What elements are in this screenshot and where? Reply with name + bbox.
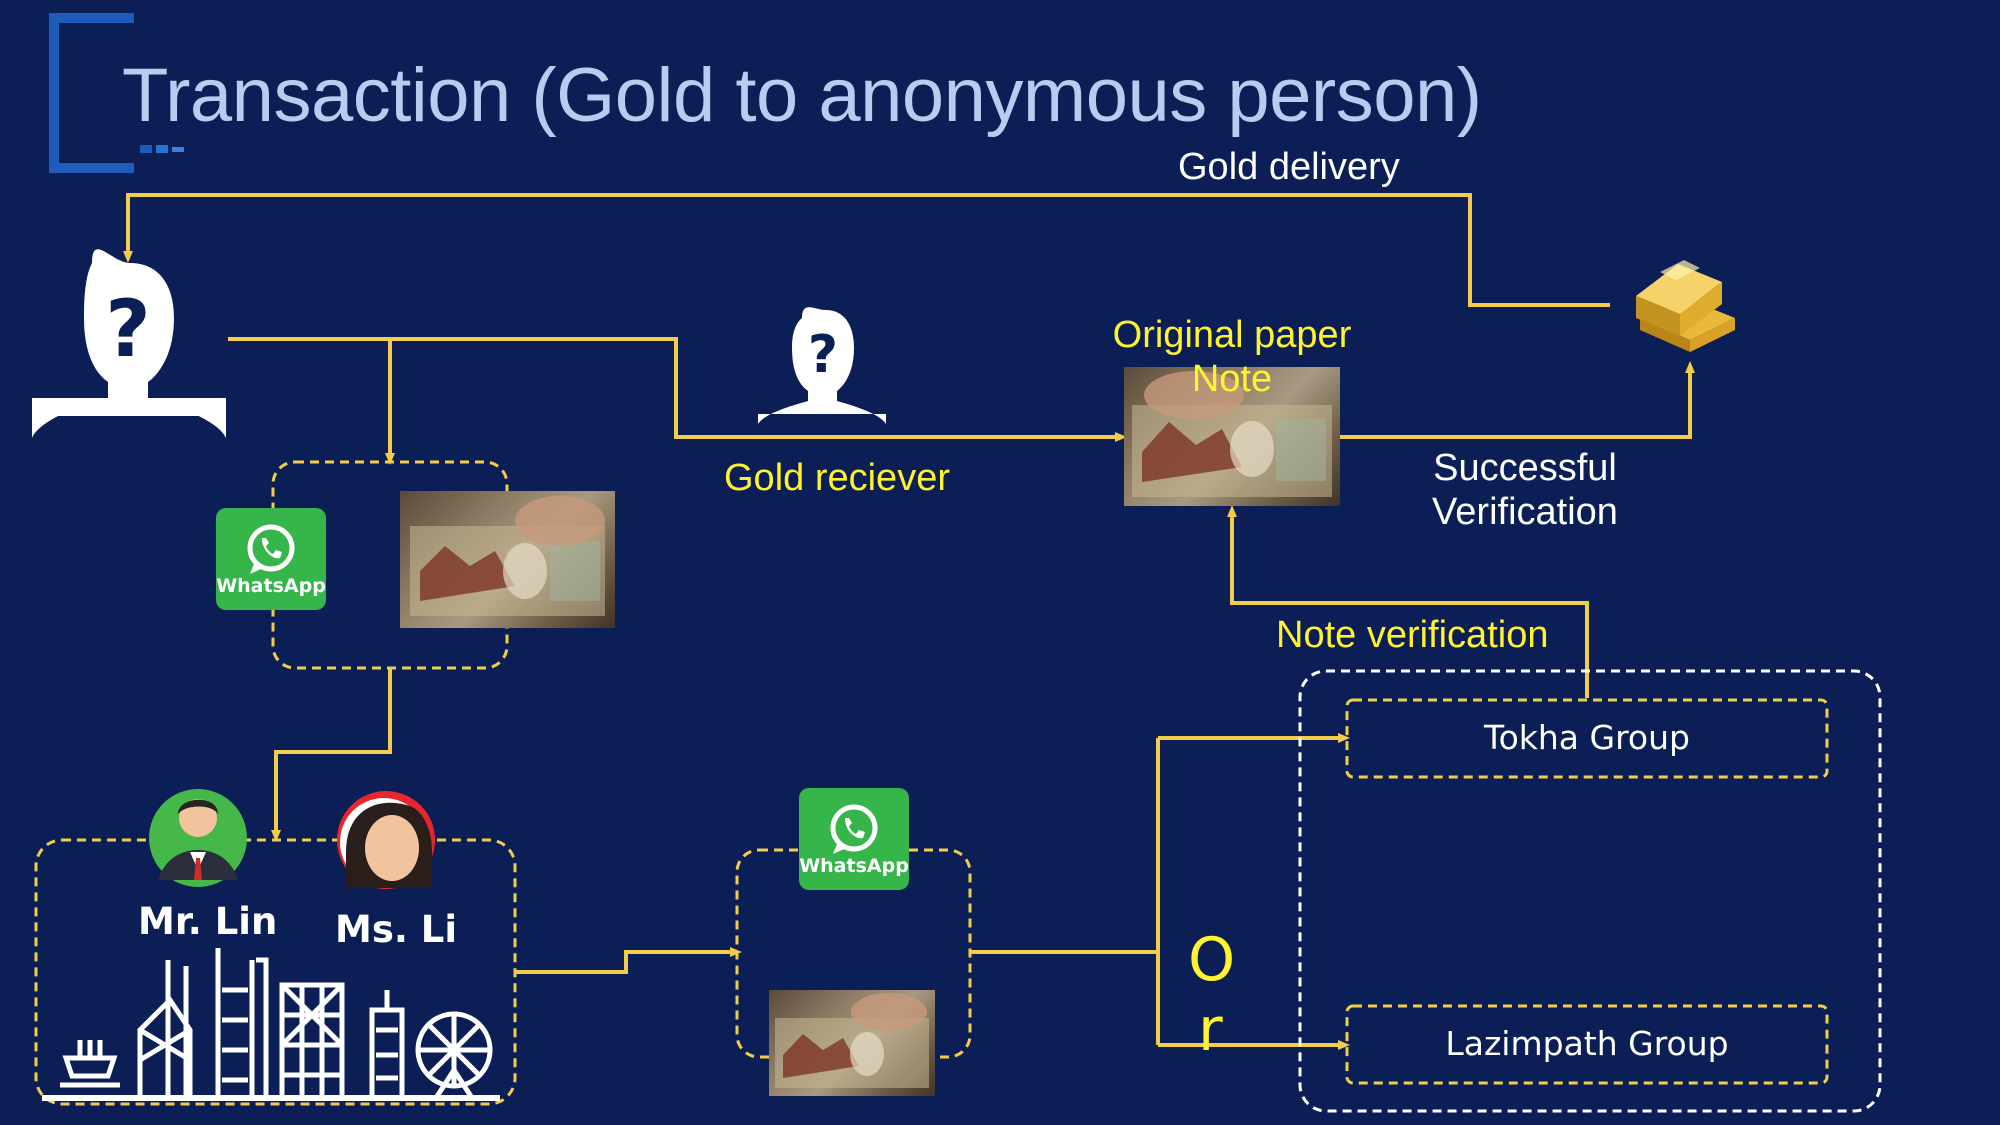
whatsapp-label: WhatsApp <box>799 855 909 877</box>
connector-to-whatsapp-2 <box>515 947 742 974</box>
tokha-group-box <box>1345 698 1829 779</box>
gold-delivery-label: Gold delivery <box>1178 146 1400 188</box>
whatsapp-label: WhatsApp <box>216 575 326 597</box>
or-label-line1: O <box>1188 925 1236 995</box>
gold-receiver-label: Gold reciever <box>724 457 950 499</box>
anonymous-sender-icon: ? <box>32 249 226 438</box>
mr-lin-avatar <box>149 789 247 887</box>
hong-kong-skyline-icon <box>42 948 500 1101</box>
ms-li-avatar <box>337 791 435 889</box>
anonymous-receiver-icon: ? <box>758 307 886 424</box>
connector-to-lin-li <box>271 668 392 842</box>
ms-li-name: Ms. Li <box>335 908 458 951</box>
or-label-line2: r <box>1198 995 1223 1065</box>
successful-verification-label-line1: Successful <box>1433 447 1617 489</box>
successful-verification-label-line2: Verification <box>1432 491 1618 533</box>
svg-text:?: ? <box>808 325 838 385</box>
connector-to-original-note <box>228 337 1127 442</box>
gold-bars-icon <box>1636 260 1735 352</box>
original-note-photo <box>1124 367 1340 506</box>
banknote-photo <box>400 491 615 628</box>
svg-text:?: ? <box>105 285 150 375</box>
lin-li-box <box>34 838 517 1106</box>
original-note-label-line1: Original paper <box>1112 314 1352 356</box>
whatsapp-icon[interactable]: WhatsApp <box>799 788 909 890</box>
verification-groups-box <box>1298 669 1882 1113</box>
page-title: Transaction (Gold to anonymous person) <box>122 53 1482 138</box>
original-note-label-line2: Note <box>1191 358 1273 400</box>
note-verification-label: Note verification <box>1276 614 1549 656</box>
lazimpath-group-label: Lazimpath Group <box>1445 1024 1729 1063</box>
flow-connectors <box>123 193 1695 1050</box>
lazimpath-group-box <box>1345 1004 1829 1085</box>
mr-lin-name: Mr. Lin <box>138 900 278 943</box>
connector-note-verification <box>1227 505 1589 698</box>
connector-gold-delivery <box>123 193 1610 307</box>
banknote-photo <box>769 990 935 1096</box>
title-bracket-icon <box>49 13 184 173</box>
tokha-group-label: Tokha Group <box>1484 718 1690 757</box>
connector-successful-verification <box>1340 361 1695 439</box>
whatsapp-icon[interactable]: WhatsApp <box>216 508 326 610</box>
